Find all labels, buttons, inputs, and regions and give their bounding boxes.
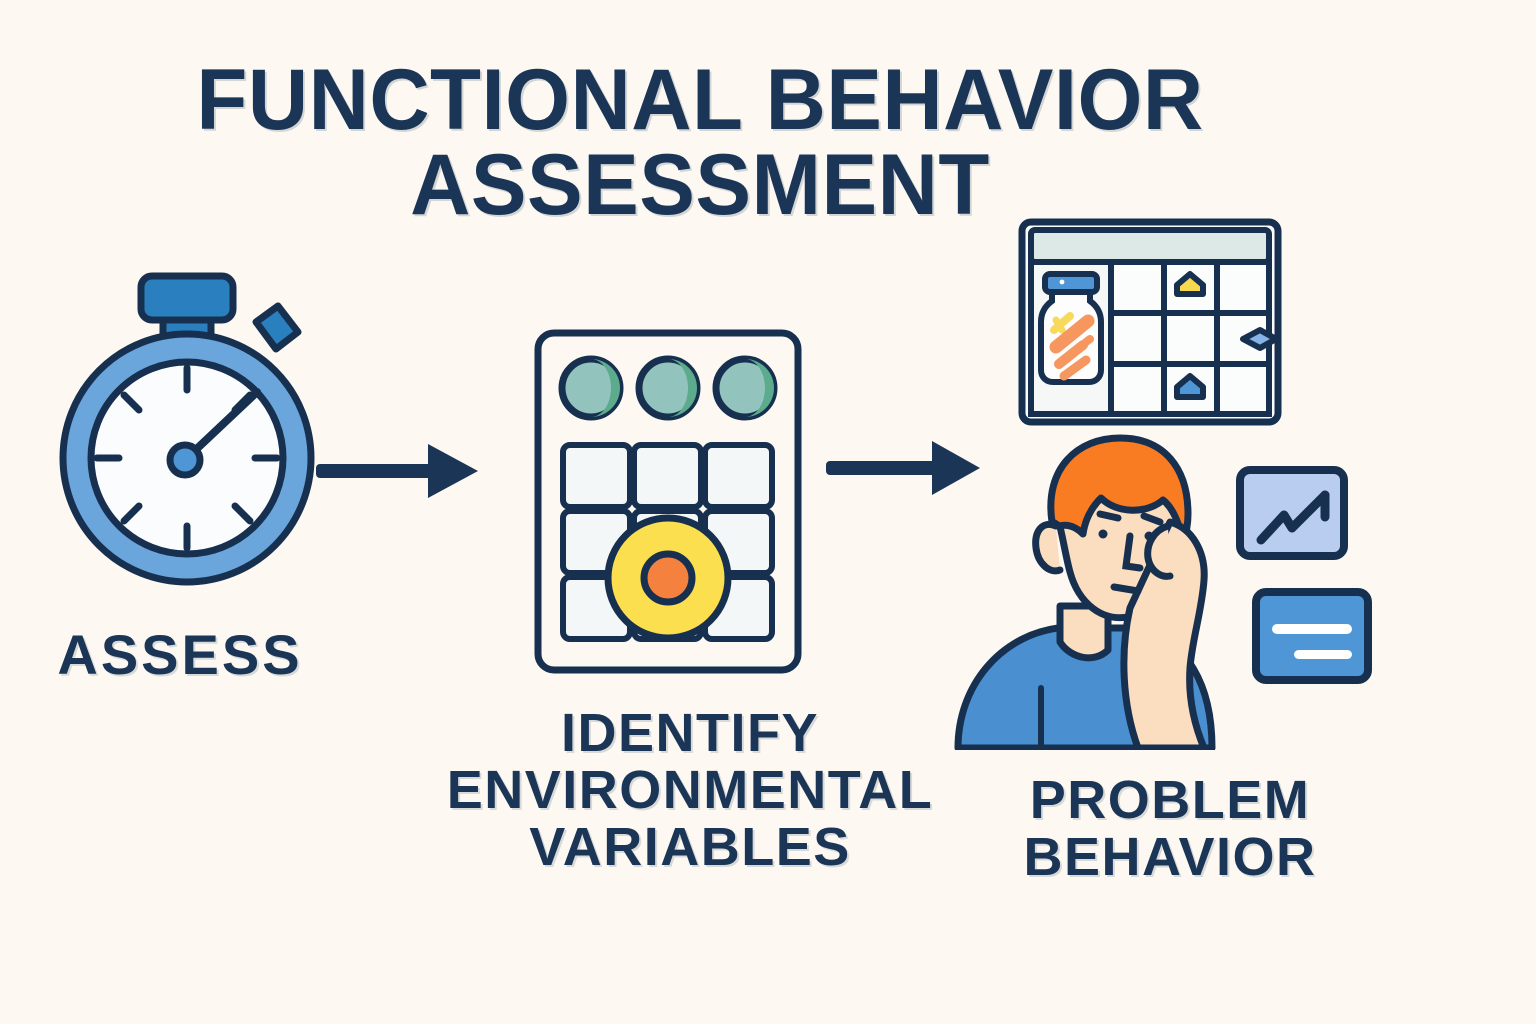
trend-chart-card (1236, 466, 1348, 560)
yellow-ring-marker (604, 514, 732, 642)
side-cards-group (1236, 466, 1372, 684)
yellow-house-token (1174, 271, 1206, 297)
grid-cell (560, 442, 633, 510)
shelf-header-bar (1028, 227, 1272, 265)
stopwatch-side-button (252, 302, 302, 353)
page-title-line-1: FUNCTIONAL BEHAVIOR (196, 52, 1204, 148)
stopwatch-icon (59, 272, 315, 586)
jar-contents (1049, 312, 1095, 381)
person-ear (1032, 521, 1064, 575)
caption-identify-environmental-variables: IDENTIFY ENVIRONMENTAL VARIABLES (430, 703, 950, 878)
jar-lid (1042, 271, 1100, 295)
orange-core (640, 550, 696, 606)
shelf-cell (1214, 259, 1272, 316)
arrow-assess-to-identify-icon (316, 444, 478, 498)
shelf-cell (1108, 361, 1167, 417)
storage-shelf-icon (1018, 218, 1282, 426)
observation-circle-2 (635, 355, 701, 421)
caption-assess-line-1: ASSESS (57, 623, 303, 686)
observation-circles (558, 355, 778, 421)
blue-house-token (1174, 373, 1206, 400)
zigzag-up-line (1256, 490, 1330, 545)
page-title-line-2: ASSESSMENT (410, 137, 990, 234)
caption-problem-line-1: PROBLEM (1029, 770, 1311, 830)
data-line-2 (1294, 650, 1352, 659)
arrow-identify-to-problem-icon (826, 441, 980, 495)
observation-circle-1 (558, 355, 624, 421)
grid-cell (702, 442, 775, 510)
caption-identify-line-2: ENVIRONMENTAL (446, 760, 934, 821)
person-face-details (1096, 510, 1164, 595)
caption-problem-behavior: PROBLEM BEHAVIOR (970, 770, 1370, 888)
data-line-1 (1272, 624, 1352, 634)
shelf-cell (1108, 310, 1167, 367)
grid-cell (631, 442, 704, 510)
frustrated-person-icon (954, 434, 1216, 750)
caption-identify-line-1: IDENTIFY (560, 703, 819, 763)
caption-problem-line-2: BEHAVIOR (1023, 827, 1317, 888)
shelf-cell (1214, 361, 1272, 417)
page-title: FUNCTIONAL BEHAVIOR ASSESSMENT (176, 52, 1224, 234)
data-lines-card (1252, 588, 1372, 684)
blue-diamond-token (1240, 327, 1279, 351)
snack-jar (1038, 271, 1104, 385)
stopwatch-hand (183, 388, 261, 462)
person-neck (1056, 602, 1112, 662)
observation-grid-icon (534, 329, 802, 674)
stopwatch-crown (137, 272, 237, 324)
shelf-cell (1108, 259, 1167, 316)
shelf-cell (1161, 310, 1220, 367)
stopwatch-pivot (166, 441, 204, 479)
caption-assess: ASSESS (10, 623, 350, 686)
observation-circle-3 (712, 355, 778, 421)
caption-identify-line-3: VARIABLES (529, 817, 851, 878)
person-hand (1144, 522, 1174, 580)
person-arm (1120, 518, 1208, 750)
person-hair (1047, 434, 1192, 546)
